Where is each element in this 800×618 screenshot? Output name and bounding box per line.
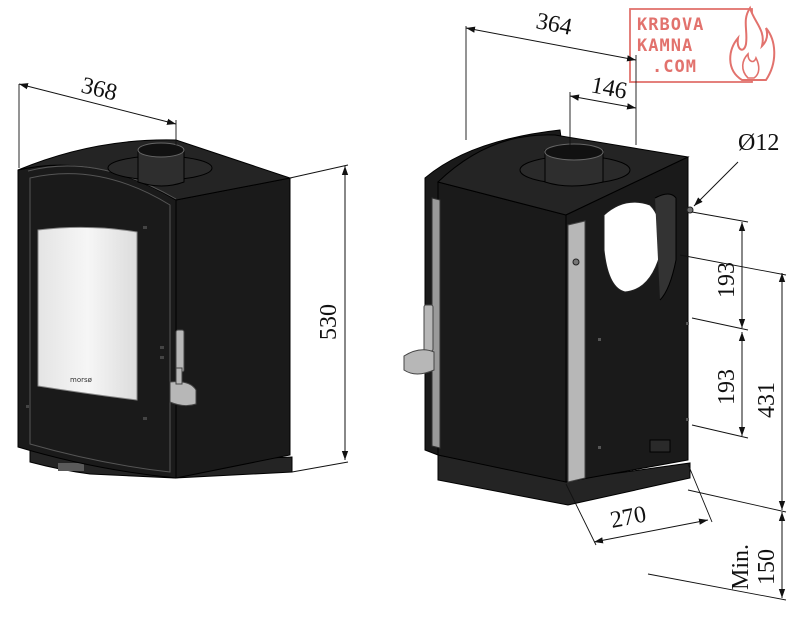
rear-total-height-label: 431 [754, 382, 780, 418]
rear-metal-strip [567, 220, 586, 483]
rear-screw-label: Ø12 [738, 130, 779, 156]
front-flue-collar [137, 149, 185, 187]
min-value-label: 150 [754, 549, 780, 585]
rear-stove-left-face [437, 181, 567, 483]
front-stove-side-panel [175, 177, 291, 479]
flame-icon [729, 5, 776, 81]
min-clearance-dimension: Min. 150 [647, 512, 787, 601]
logo-line-2: KAMNA [637, 36, 693, 56]
rear-spacing-dimensions: 193 193 [691, 211, 749, 439]
rear-outlet-plate [654, 193, 677, 301]
front-height-dimension: 530 [289, 164, 349, 473]
logo-line-3: .COM [652, 57, 697, 77]
rear-spacing-top-label: 193 [714, 262, 740, 298]
logo-line-1: KRBOVA [637, 15, 704, 35]
rear-total-height-dimension: 431 [679, 254, 787, 513]
front-stove-door-outline [29, 173, 171, 473]
rear-screw-2 [686, 206, 694, 214]
front-height-label: 530 [316, 304, 342, 340]
rear-flue-offset-dimension: 146 [569, 72, 637, 150]
rear-width-dimension: 270 [565, 463, 713, 546]
front-door-handle [169, 329, 197, 407]
rear-flue-offset-label: 146 [589, 72, 629, 104]
rear-screw-1 [572, 258, 580, 266]
rear-view-stove [403, 129, 694, 506]
rear-spacing-mid-label: 193 [714, 369, 740, 405]
rear-screw-dimension: Ø12 [693, 130, 779, 207]
rear-flue-opening [544, 143, 604, 161]
front-view-stove: morsø [17, 139, 293, 479]
min-label: Min. [728, 544, 754, 590]
rear-door-handle [403, 304, 435, 375]
rear-depth-dimension: 364 [465, 8, 637, 145]
front-stove-foot [58, 463, 84, 471]
front-door-brand: morsø [70, 376, 93, 384]
rear-width-label: 270 [608, 501, 648, 533]
front-flue-opening [137, 142, 185, 158]
front-width-label: 368 [79, 73, 120, 107]
brand-logo: KRBOVA KAMNA .COM [629, 5, 776, 83]
rear-bottom-slot [649, 439, 671, 453]
front-stove-glass [37, 226, 138, 401]
rear-depth-label: 364 [534, 8, 574, 40]
